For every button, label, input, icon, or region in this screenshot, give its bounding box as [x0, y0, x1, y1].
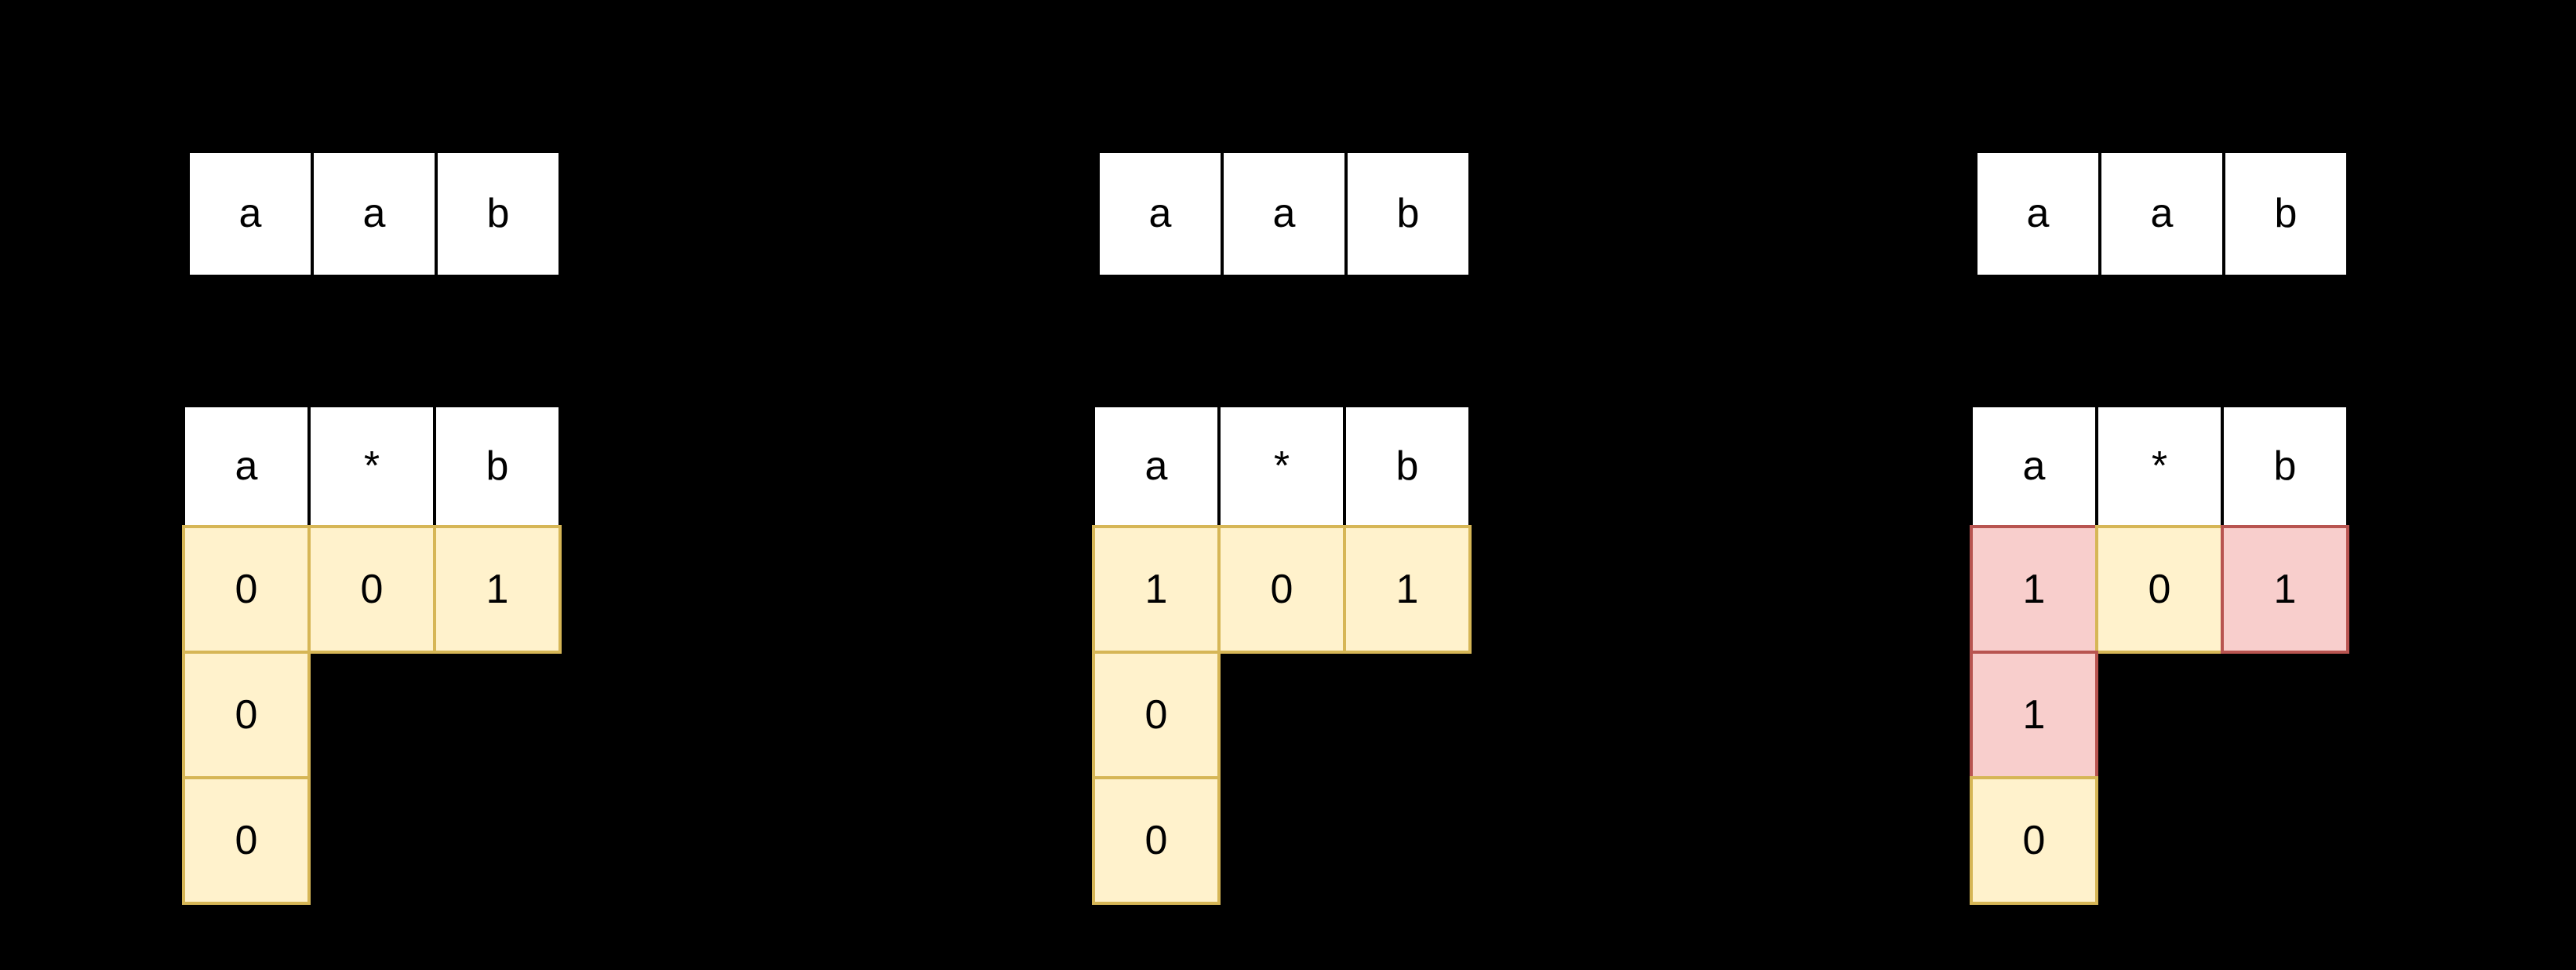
string-cell: a	[187, 150, 314, 278]
dp-row: 0	[1092, 651, 1472, 779]
pattern-cell: b	[1343, 404, 1472, 528]
pattern-cell: a	[1092, 404, 1221, 528]
dp-cell: 0	[1970, 776, 2098, 905]
pattern-cell: *	[2095, 404, 2224, 528]
dp-cell: 1	[433, 525, 562, 654]
dp-row: 0	[1970, 776, 2349, 905]
dp-cell: 0	[1217, 525, 1346, 654]
dp-cell: 0	[1092, 651, 1221, 779]
dp-cell: 1	[1970, 651, 2098, 779]
dp-table: a * b 1 0 1 1 0	[1970, 404, 2349, 905]
dp-cell: 0	[182, 525, 311, 654]
pattern-header-row: a * b	[1092, 404, 1472, 528]
dp-cell: 0	[182, 651, 311, 779]
dp-cell: 0	[182, 776, 311, 905]
dp-cell: 1	[1970, 525, 2098, 654]
string-cell: a	[1974, 150, 2101, 278]
dp-cell: 1	[1343, 525, 1472, 654]
pattern-header-row: a * b	[182, 404, 562, 528]
dp-step-panel-2: a a b a * b 1 0 1 0 0	[1092, 0, 1478, 970]
dp-table: a * b 0 0 1 0 0	[182, 404, 562, 905]
pattern-cell: *	[1217, 404, 1346, 528]
dp-cell: 0	[1092, 776, 1221, 905]
dp-row: 0 0 1	[182, 525, 562, 654]
input-string-row: a a b	[187, 150, 562, 278]
string-cell: a	[1221, 150, 1348, 278]
string-cell: b	[435, 150, 562, 278]
string-cell: a	[1097, 150, 1224, 278]
string-cell: a	[2098, 150, 2225, 278]
string-cell: b	[2222, 150, 2349, 278]
dp-row: 1	[1970, 651, 2349, 779]
pattern-cell: *	[307, 404, 436, 528]
dp-step-panel-1: a a b a * b 0 0 1 0 0	[182, 0, 568, 970]
dp-row: 0	[1092, 776, 1472, 905]
string-cell: a	[311, 150, 438, 278]
dp-row: 0	[182, 651, 562, 779]
dp-row: 0	[182, 776, 562, 905]
pattern-cell: b	[2221, 404, 2349, 528]
input-string-row: a a b	[1974, 150, 2349, 278]
dp-row: 1 0 1	[1092, 525, 1472, 654]
dp-row: 1 0 1	[1970, 525, 2349, 654]
dp-cell: 1	[1092, 525, 1221, 654]
input-string-row: a a b	[1097, 150, 1472, 278]
dp-step-panel-3: a a b a * b 1 0 1 1 0	[1970, 0, 2356, 970]
pattern-cell: a	[182, 404, 311, 528]
dp-cell: 0	[307, 525, 436, 654]
pattern-cell: b	[433, 404, 562, 528]
pattern-header-row: a * b	[1970, 404, 2349, 528]
dp-cell: 0	[2095, 525, 2224, 654]
pattern-cell: a	[1970, 404, 2098, 528]
dp-cell: 1	[2221, 525, 2349, 654]
dp-table: a * b 1 0 1 0 0	[1092, 404, 1472, 905]
string-cell: b	[1344, 150, 1472, 278]
